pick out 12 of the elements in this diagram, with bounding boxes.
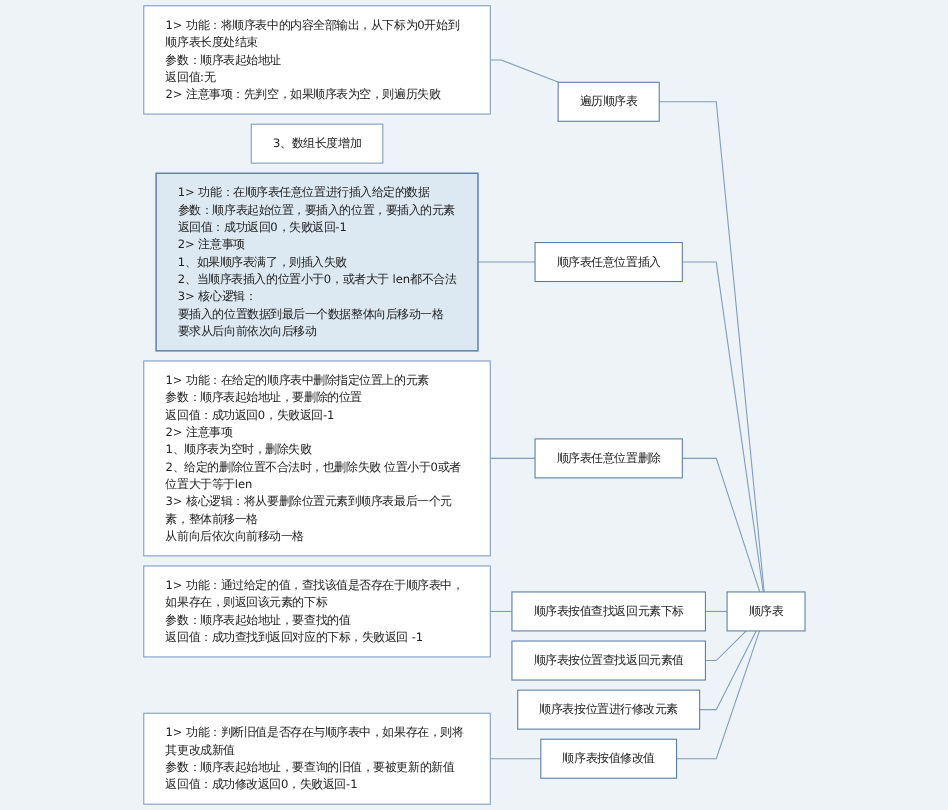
connector — [704, 630, 747, 662]
connector — [477, 261, 536, 263]
connector — [704, 610, 728, 612]
connector — [489, 59, 559, 83]
connector — [658, 101, 765, 593]
connector — [681, 457, 760, 593]
connector — [489, 610, 513, 612]
connector — [681, 261, 764, 593]
connector — [489, 758, 541, 760]
connector — [675, 630, 760, 760]
connector — [698, 630, 757, 711]
connector — [489, 457, 536, 459]
